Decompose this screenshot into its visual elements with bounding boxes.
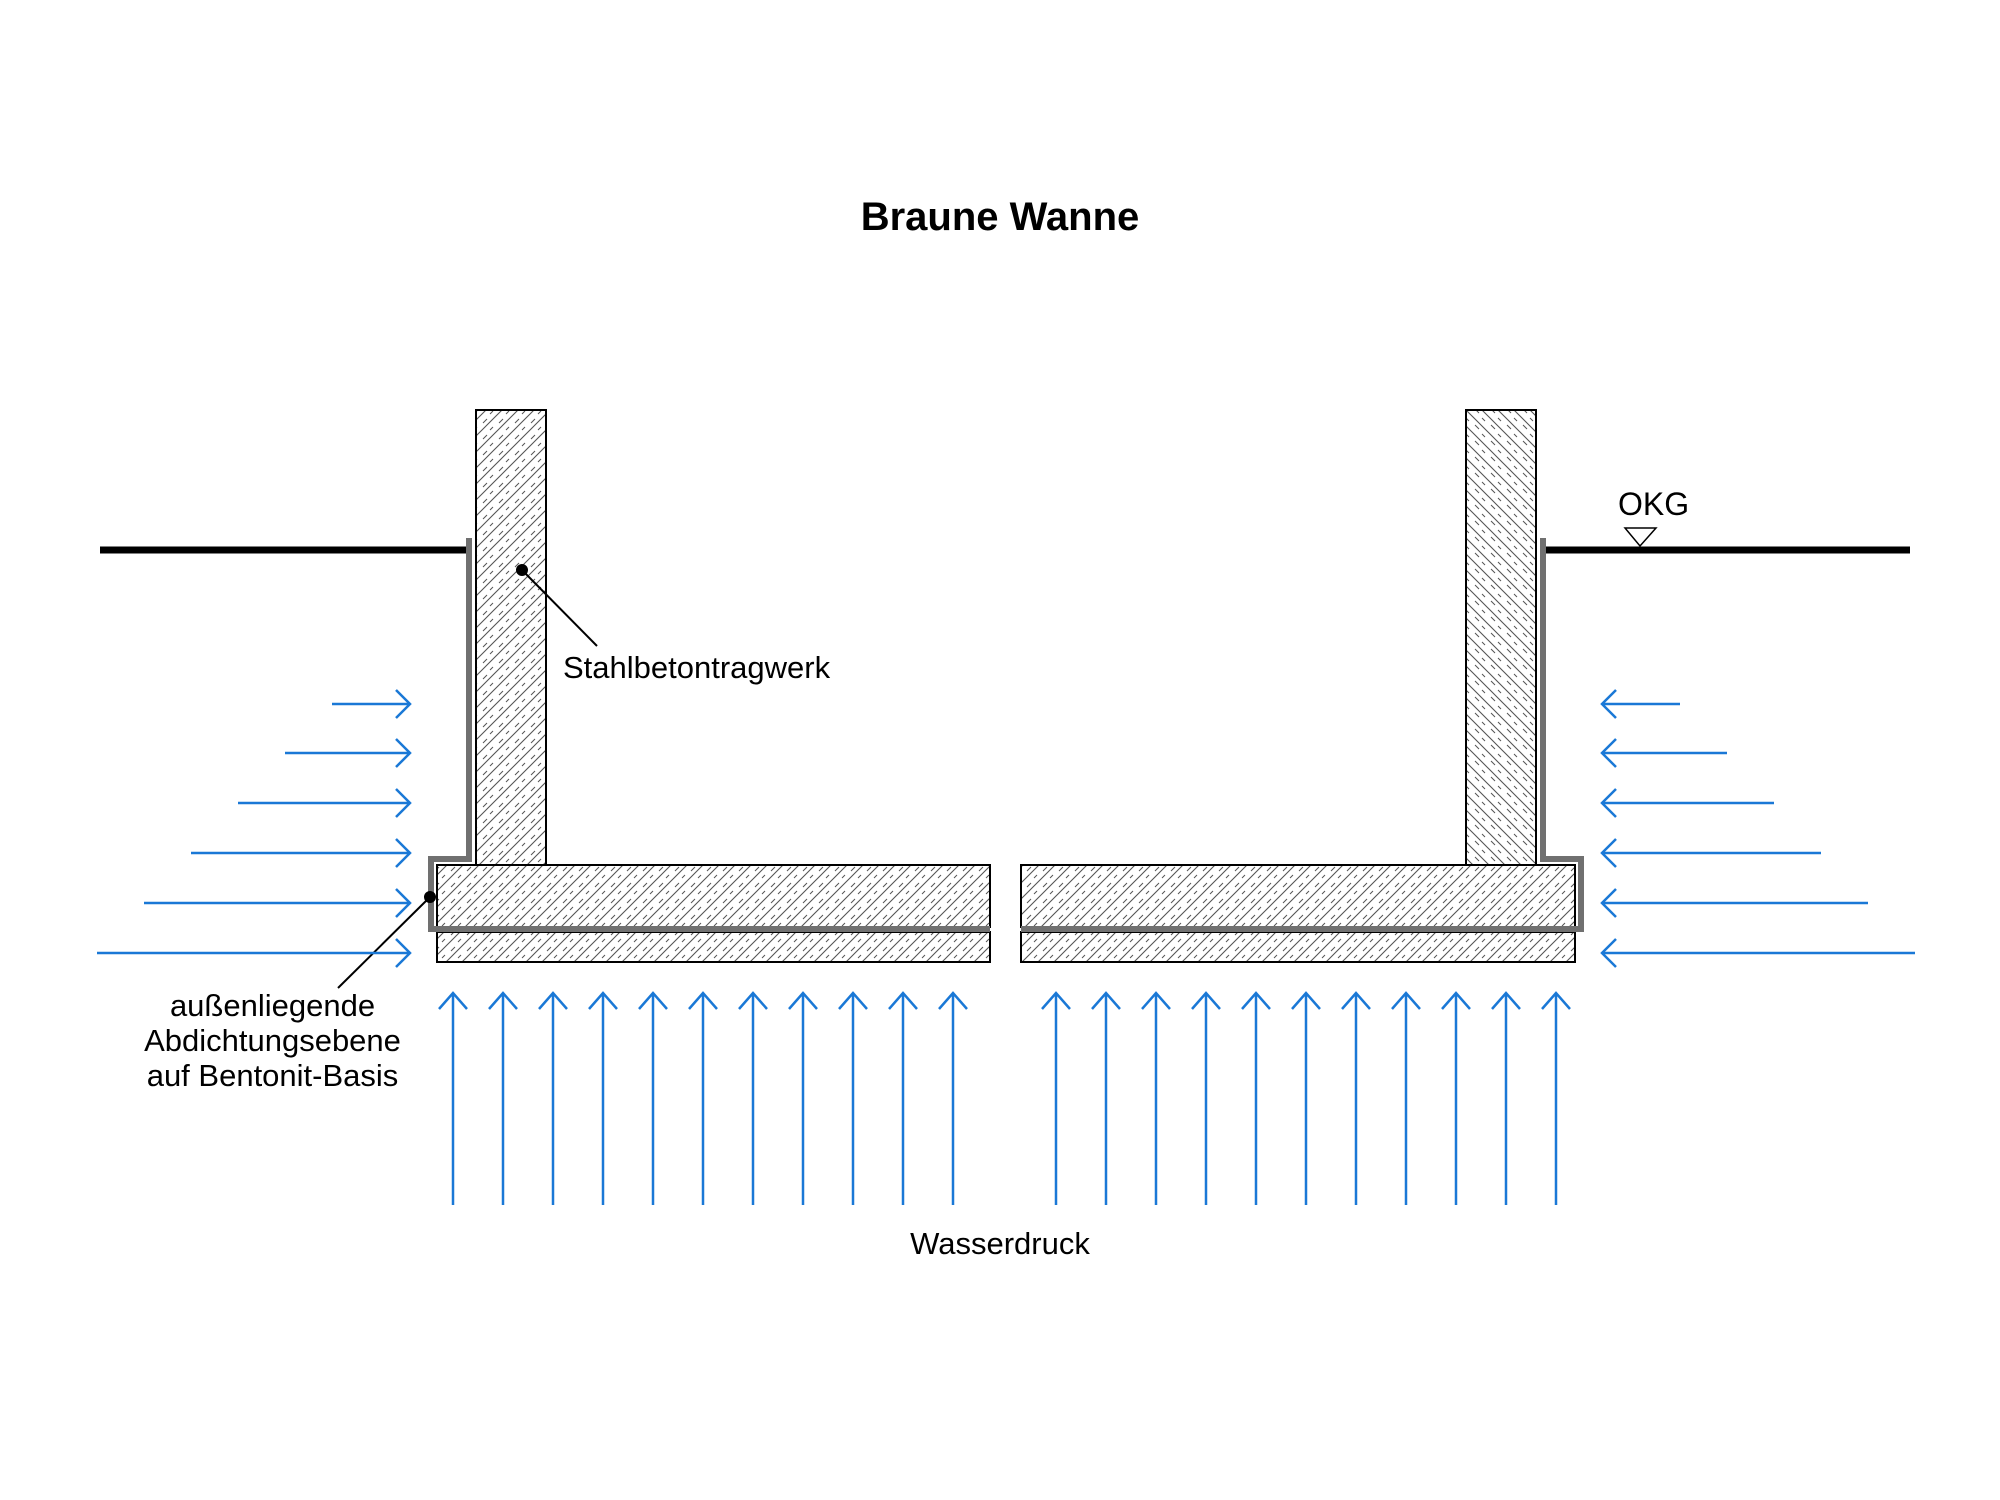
- water-arrow-up: [838, 991, 868, 1205]
- water-arrow-up: [1341, 991, 1371, 1205]
- leader-dot-abdichtung: [424, 891, 436, 903]
- blinding-layer-left: [436, 931, 991, 963]
- water-arrows-right: [1600, 689, 1915, 968]
- abdichtung-label-line-3: auf Bentonit-Basis: [146, 1058, 399, 1093]
- membrane-left: [428, 538, 990, 932]
- water-arrow-up: [1041, 991, 1071, 1205]
- water-arrow-right: [1600, 838, 1821, 868]
- wall-left: [475, 409, 547, 866]
- level-triangle-icon: [1623, 527, 1658, 548]
- okg-label: OKG: [1618, 486, 1690, 522]
- water-arrow-left: [97, 938, 412, 968]
- abdichtung-label-line-1: außenliegende: [169, 988, 376, 1023]
- water-arrows-left: [97, 689, 412, 968]
- water-arrow-up: [438, 991, 468, 1205]
- leader-stahlbeton: [521, 569, 598, 647]
- diagram-title: Braune Wanne: [860, 195, 1140, 239]
- water-arrow-up: [1141, 991, 1171, 1205]
- leader-dot-stahlbeton: [516, 564, 528, 576]
- water-arrow-up: [1391, 991, 1421, 1205]
- water-arrow-right: [1600, 888, 1868, 918]
- water-arrow-up: [888, 991, 918, 1205]
- abdichtung-label-line-2: Abdichtungsebene: [144, 1023, 401, 1058]
- water-arrow-left: [238, 788, 412, 818]
- water-arrow-up: [588, 991, 618, 1205]
- base-slab-right: [1020, 864, 1576, 928]
- water-arrow-up: [688, 991, 718, 1205]
- wall-right: [1465, 409, 1537, 866]
- leader-abdichtung: [337, 896, 431, 989]
- water-arrow-up: [1541, 991, 1571, 1205]
- blinding-layer-right: [1020, 931, 1576, 963]
- water-arrow-right: [1600, 689, 1680, 719]
- wasserdruck-label: Wasserdruck: [910, 1226, 1090, 1261]
- water-arrow-up: [1441, 991, 1471, 1205]
- base-slab-left: [436, 864, 991, 928]
- base-slab: [436, 862, 1576, 966]
- water-arrow-up: [738, 991, 768, 1205]
- water-arrow-right: [1600, 788, 1774, 818]
- membrane-right: [1021, 538, 1584, 932]
- bentonite-membrane: [428, 538, 1584, 932]
- water-arrow-left: [332, 689, 412, 719]
- water-arrow-up: [1241, 991, 1271, 1205]
- water-arrow-up: [938, 991, 968, 1205]
- water-arrow-up: [1291, 991, 1321, 1205]
- water-arrows-bottom: [438, 991, 1571, 1205]
- water-arrow-up: [538, 991, 568, 1205]
- water-arrow-right: [1600, 738, 1727, 768]
- water-arrow-right: [1600, 938, 1915, 968]
- water-arrow-up: [1091, 991, 1121, 1205]
- stahlbeton-label: Stahlbetontragwerk: [563, 650, 831, 685]
- water-arrow-up: [1191, 991, 1221, 1205]
- slab-break-gap: [991, 862, 1020, 966]
- water-arrow-up: [788, 991, 818, 1205]
- water-arrow-up: [638, 991, 668, 1205]
- water-arrow-left: [285, 738, 412, 768]
- water-arrow-left: [144, 888, 412, 918]
- water-arrow-up: [1491, 991, 1521, 1205]
- water-arrow-up: [488, 991, 518, 1205]
- abdichtung-label: außenliegende Abdichtungsebene auf Bento…: [110, 988, 435, 1093]
- water-arrow-left: [191, 838, 412, 868]
- leader-lines: [337, 564, 598, 989]
